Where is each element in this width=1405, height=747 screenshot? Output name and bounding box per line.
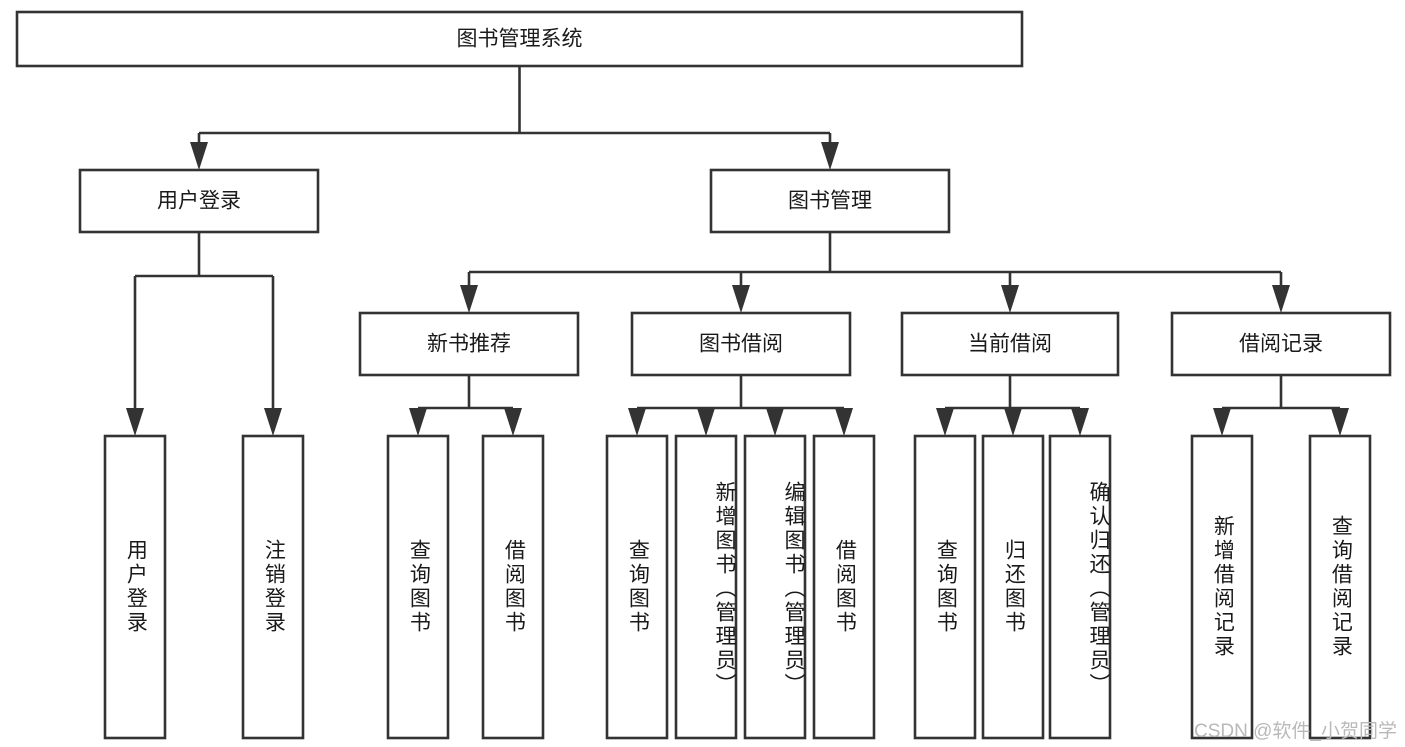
node-leaf-borrow-book-bor-rect[interactable] xyxy=(812,434,876,740)
node-book-borrow[interactable]: 图书借阅 xyxy=(630,311,852,377)
connector-group-user-login xyxy=(126,232,282,436)
node-root-label: 图书管理系统 xyxy=(457,28,583,51)
arrowhead-leaf-add-record xyxy=(1213,408,1231,436)
node-new-book-recommend-label: 新书推荐 xyxy=(427,333,511,356)
arrowhead-leaf-user-login xyxy=(126,408,144,436)
connector-group-root xyxy=(190,66,839,170)
arrowhead-leaf-confirm-return xyxy=(1071,408,1089,436)
arrowhead-user-login xyxy=(190,142,208,170)
node-current-borrow-label: 当前借阅 xyxy=(968,333,1052,356)
arrowhead-book-manage xyxy=(821,142,839,170)
connector-group-borrow-record xyxy=(1213,375,1349,436)
node-book-manage-label: 图书管理 xyxy=(788,190,872,213)
node-new-book-recommend[interactable]: 新书推荐 xyxy=(358,311,580,377)
arrowhead-leaf-query-record xyxy=(1331,408,1349,436)
node-book-borrow-label: 图书借阅 xyxy=(699,333,783,356)
node-leaf-add-record-rect[interactable] xyxy=(1190,434,1254,740)
arrowhead-leaf-query-book-bor xyxy=(628,408,646,436)
connector-group-book-manage xyxy=(460,232,1290,313)
arrowhead-leaf-query-book-cur xyxy=(936,408,954,436)
node-leaf-borrow-book-rec-rect[interactable] xyxy=(481,434,545,740)
connector-group-current-borrow xyxy=(936,375,1089,436)
node-user-login-rect[interactable] xyxy=(78,168,320,234)
node-leaf-query-book-rec-rect[interactable] xyxy=(386,434,450,740)
node-leaf-confirm-return-rect[interactable] xyxy=(1048,434,1112,740)
node-leaf-edit-book-rect[interactable] xyxy=(743,434,807,740)
arrowhead-leaf-query-book-rec xyxy=(409,408,427,436)
node-current-borrow[interactable]: 当前借阅 xyxy=(900,311,1120,377)
arrowhead-leaf-borrow-book-bor xyxy=(835,408,853,436)
node-book-manage-rect[interactable] xyxy=(709,168,951,234)
connector-group-book-borrow xyxy=(628,375,853,436)
node-leaf-query-book-bor-rect[interactable] xyxy=(605,434,669,740)
node-leaf-add-book-rect[interactable] xyxy=(674,434,738,740)
arrowhead-book-borrow xyxy=(732,285,750,313)
node-new-book-recommend-rect[interactable] xyxy=(358,311,580,377)
node-borrow-record-rect[interactable] xyxy=(1170,311,1392,377)
node-leaf-return-book-rect[interactable] xyxy=(981,434,1045,740)
node-leaf-query-record-rect[interactable] xyxy=(1308,434,1372,740)
node-leaf-logout-rect[interactable] xyxy=(241,434,305,740)
arrowhead-leaf-add-book xyxy=(697,408,715,436)
csdn-watermark: CSDN @软件_小贺同学 xyxy=(1194,721,1397,742)
node-leaf-query-book-cur-rect[interactable] xyxy=(913,434,977,740)
node-root[interactable]: 图书管理系统 xyxy=(15,10,1024,68)
connector-group-new-book-recommend xyxy=(409,375,522,436)
node-root-rect[interactable] xyxy=(15,10,1024,68)
arrowhead-borrow-record xyxy=(1272,285,1290,313)
node-user-login-label: 用户登录 xyxy=(157,190,241,213)
node-user-login[interactable]: 用户登录 xyxy=(78,168,320,234)
arrowhead-leaf-logout xyxy=(264,408,282,436)
arrowhead-new-book-recommend xyxy=(460,285,478,313)
node-leaf-user-login-rect[interactable] xyxy=(103,434,167,740)
arrowhead-leaf-borrow-book-rec xyxy=(504,408,522,436)
arrowhead-leaf-edit-book xyxy=(766,408,784,436)
node-book-manage[interactable]: 图书管理 xyxy=(709,168,951,234)
node-book-borrow-rect[interactable] xyxy=(630,311,852,377)
arrowhead-leaf-return-book xyxy=(1004,408,1022,436)
leaf-box-group xyxy=(103,434,1372,740)
arrowhead-current-borrow xyxy=(1001,285,1019,313)
node-borrow-record-label: 借阅记录 xyxy=(1239,333,1323,356)
node-borrow-record[interactable]: 借阅记录 xyxy=(1170,311,1392,377)
node-current-borrow-rect[interactable] xyxy=(900,311,1120,377)
